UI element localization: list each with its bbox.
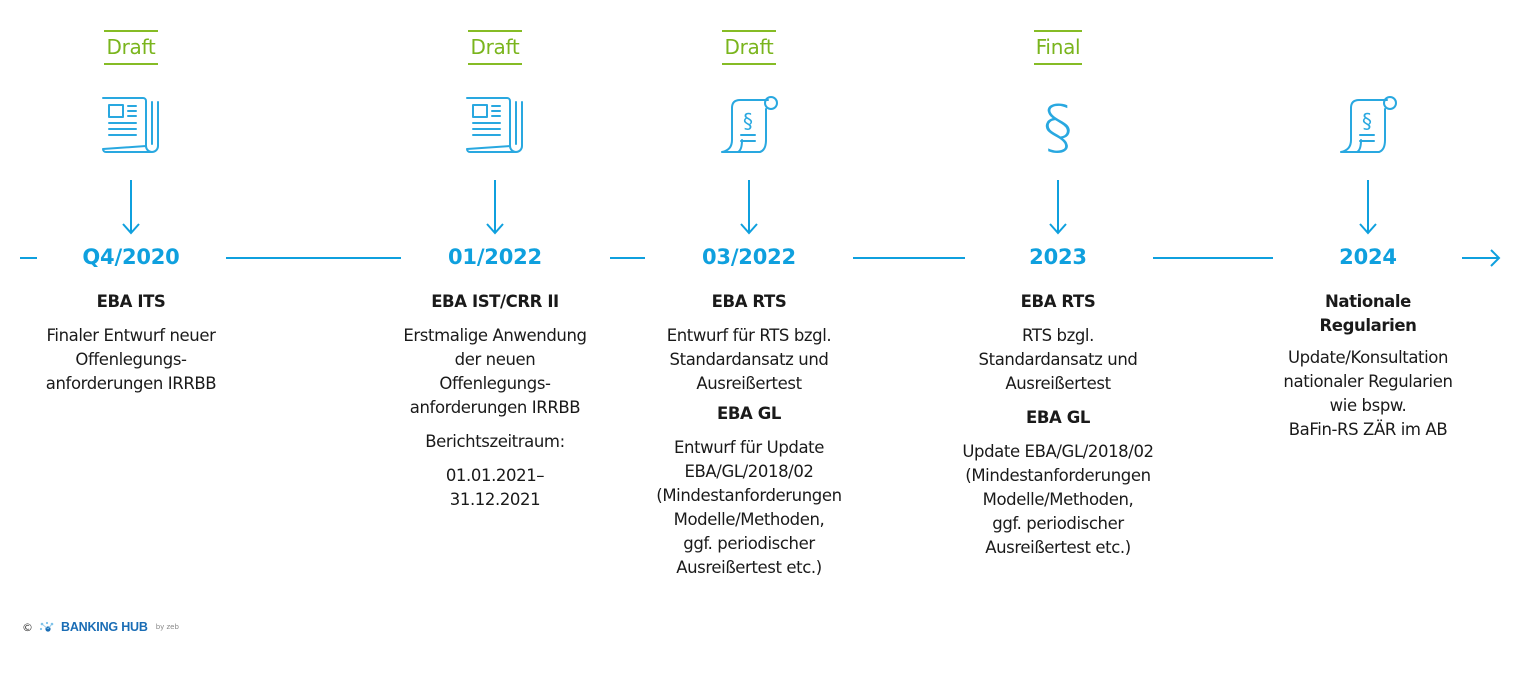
description-line: Entwurf für Update	[674, 438, 824, 457]
timeline-end-arrow-icon	[1462, 249, 1501, 267]
heading-line: Nationale	[1325, 292, 1411, 311]
milestone-description: EBA ITS Finaler Entwurf neuer Offenlegun…	[1, 290, 261, 406]
description-line: (Mindestanforderungen	[965, 466, 1151, 485]
reporting-period-value: 01.01.2021–	[445, 466, 545, 485]
milestone-heading: Nationale Regularien	[1238, 290, 1498, 338]
arrow-down-icon	[1359, 180, 1377, 235]
status-badge: Draft	[104, 30, 158, 65]
footer-branding: © BANKING HUB by zeb	[22, 620, 179, 634]
milestone-date: 03/2022	[702, 245, 796, 269]
milestone-heading-secondary: EBA GL	[716, 404, 782, 423]
description-line: Entwurf für RTS bzgl.	[666, 326, 832, 345]
description-line: anforderungen IRRBB	[409, 398, 581, 417]
description-line: BaFin-RS ZÄR im AB	[1288, 420, 1448, 439]
milestone-heading: EBA RTS	[1020, 292, 1096, 311]
paragraph-icon: §	[1043, 93, 1073, 158]
arrow-down-icon	[486, 180, 504, 235]
brand-name: BANKING HUB	[61, 620, 148, 634]
description-line: Update/Konsultation	[1287, 348, 1449, 367]
arrow-down-icon	[1049, 180, 1067, 235]
description-line: Ausreißertest	[696, 374, 802, 393]
description-line: der neuen	[454, 350, 536, 369]
description-line: RTS bzgl.	[1022, 326, 1094, 345]
heading-line: Regularien	[1319, 316, 1417, 335]
timeline-segment	[610, 257, 645, 259]
description-line: Standardansatz und	[978, 350, 1138, 369]
arrow-down-icon	[740, 180, 758, 235]
paragraph-scroll-icon: §	[721, 96, 778, 153]
description-line: ggf. periodischer	[683, 534, 815, 553]
milestone-heading: EBA ITS	[96, 292, 166, 311]
milestone-description: Nationale Regularien Update/Konsultation…	[1238, 290, 1498, 452]
milestone-date: 2023	[1029, 245, 1087, 269]
milestone-date: 01/2022	[448, 245, 542, 269]
description-line: ggf. periodischer	[992, 514, 1124, 533]
description-line: EBA/GL/2018/02	[684, 462, 814, 481]
description-line: anforderungen IRRBB	[45, 374, 217, 393]
timeline-segment	[1153, 257, 1273, 259]
description-line: Modelle/Methoden,	[982, 490, 1134, 509]
timeline-segment	[226, 257, 401, 259]
svg-text:§: §	[743, 109, 753, 133]
description-line: nationaler Regularien	[1283, 372, 1453, 391]
milestone-heading: EBA RTS	[711, 292, 787, 311]
svg-text:§: §	[1043, 93, 1073, 158]
paragraph-scroll-icon: §	[1340, 96, 1397, 153]
timeline-segment	[20, 257, 37, 259]
milestone-heading: EBA IST/CRR II	[431, 292, 559, 311]
timeline-segment	[853, 257, 965, 259]
reporting-period-label: Berichtszeitraum:	[425, 432, 565, 451]
description-line: Ausreißertest etc.)	[676, 558, 822, 577]
status-badge: Draft	[468, 30, 522, 65]
milestone-description: EBA RTS RTS bzgl. Standardansatz und Aus…	[928, 290, 1188, 570]
newspaper-icon	[102, 97, 159, 153]
description-line: Ausreißertest etc.)	[985, 538, 1131, 557]
description-line: Standardansatz und	[669, 350, 829, 369]
milestone-date: 2024	[1339, 245, 1397, 269]
description-line: Offenlegungs-	[439, 374, 551, 393]
description-line: Update EBA/GL/2018/02	[962, 442, 1154, 461]
copyright-symbol: ©	[22, 620, 33, 634]
banking-hub-logo-icon	[39, 621, 54, 632]
milestone-heading-secondary: EBA GL	[1025, 408, 1091, 427]
status-badge: Draft	[722, 30, 776, 65]
milestone-date: Q4/2020	[82, 245, 180, 269]
reporting-period-value: 31.12.2021	[449, 490, 541, 509]
description-line: Ausreißertest	[1005, 374, 1111, 393]
description-line: (Mindestanforderungen	[656, 486, 842, 505]
status-badge: Final	[1034, 30, 1082, 65]
description-line: Modelle/Methoden,	[673, 510, 825, 529]
milestone-description: EBA IST/CRR II Erstmalige Anwendung der …	[365, 290, 625, 522]
description-line: Erstmalige Anwendung	[403, 326, 587, 345]
newspaper-icon	[466, 97, 523, 153]
svg-text:§: §	[1362, 109, 1372, 133]
description-line: Finaler Entwurf neuer	[46, 326, 216, 345]
milestone-description: EBA RTS Entwurf für RTS bzgl. Standardan…	[619, 290, 879, 590]
description-line: wie bspw.	[1329, 396, 1407, 415]
arrow-down-icon	[122, 180, 140, 235]
brand-suffix: by zeb	[155, 623, 179, 631]
description-line: Offenlegungs-	[75, 350, 187, 369]
